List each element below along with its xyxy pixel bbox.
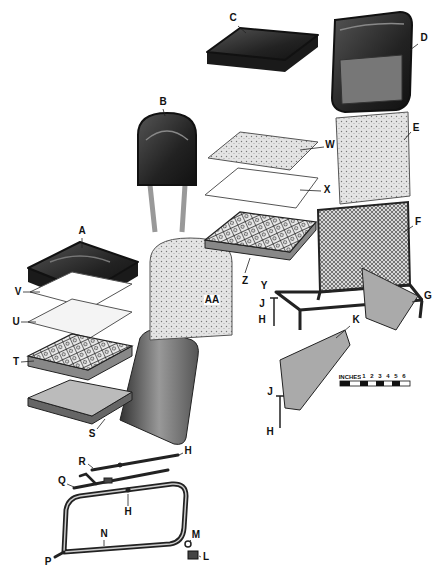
scale-text: 6 [401,373,406,379]
scale-text: 3 [377,373,382,379]
scale-text: 2 [369,373,374,379]
part-letter: C [228,13,237,23]
seat-pad [28,299,132,338]
part-letter: E [412,123,421,133]
part-letter: B [158,97,167,107]
part-letter: S [88,429,97,439]
seat-spring [28,334,132,380]
part-letter: F [414,217,422,227]
scale-text: INCHES [338,374,363,380]
part-letter: D [419,33,428,43]
part-letter: Q [57,476,67,486]
cushion [207,28,318,72]
scale-bar [340,381,410,386]
back-cushion [138,113,196,232]
part-letter: H [257,315,266,325]
back-pad [150,238,232,340]
rod [92,455,178,470]
bolt [276,396,284,428]
side-bracket [280,330,350,410]
part-letter: T [12,357,20,367]
seat-frame [28,330,198,445]
block [188,551,198,559]
scale-text: 1 [361,373,366,379]
tube-frame [64,484,186,552]
side-bracket [362,268,418,330]
back-cushion [332,12,412,112]
pad [208,132,318,170]
spring [205,212,316,260]
part-letter: J [266,387,274,397]
pin [55,552,64,557]
part-letter: P [44,557,53,567]
scale-text: 5 [393,373,398,379]
part-letter: K [351,315,360,325]
part-letter: A [77,226,86,236]
part-letter: Y [260,281,269,291]
part-letter: AA [204,295,220,305]
washer [185,541,191,547]
pad [205,168,318,208]
part-letter: R [77,457,86,467]
part-letter: L [202,552,210,562]
part-letter: M [191,530,201,540]
part-letter: X [323,185,332,195]
leader-lines [21,26,423,557]
part-letter: H [183,446,192,456]
part-letter: W [324,140,335,150]
back-pad [336,112,410,204]
part-letter: J [258,299,266,309]
scale-text: 4 [385,373,390,379]
bolt [270,298,278,326]
part-letter: Z [241,276,249,286]
part-letter: H [265,427,274,437]
part-letter: V [14,287,23,297]
part-letter: H [123,507,132,517]
part-letter: U [11,317,20,327]
part-letter: N [99,529,108,539]
part-letter: G [423,291,433,301]
